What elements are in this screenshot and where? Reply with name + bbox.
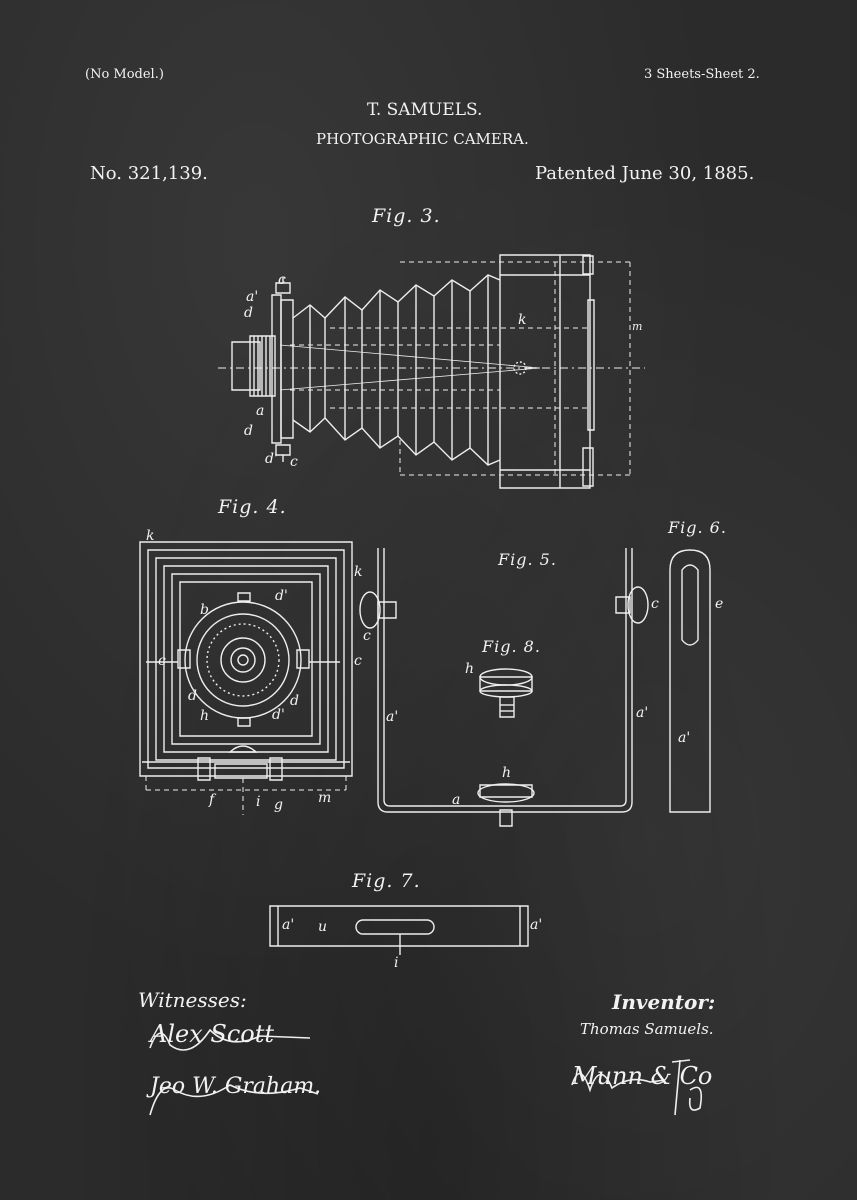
fig5-bracket [360, 548, 648, 826]
label-a-prime-fig7-left: a' [282, 917, 295, 933]
label-c-fig4-left: c [158, 653, 166, 669]
fig4-camera-front-view [140, 542, 352, 815]
label-a-prime-fig7-right: a' [530, 917, 543, 933]
inventor-signature: Thomas Samuels. [580, 1020, 714, 1038]
label-d-fig4-left: d [188, 688, 197, 704]
inventor-label: Inventor: [612, 990, 716, 1014]
label-h-fig4: h [200, 708, 210, 724]
fig3-caption: Fig. 3. [372, 205, 441, 227]
attorney-signature-strokes [572, 1060, 701, 1115]
label-c-fig5-left: c [363, 628, 371, 644]
label-a-prime-top: a' [246, 289, 259, 305]
no-model-note: (No Model.) [85, 67, 164, 82]
fig8-caption: Fig. 8. [482, 637, 541, 656]
label-c-bottom: c [290, 454, 298, 470]
witnesses-label: Witnesses: [138, 988, 247, 1012]
label-d-prime-fig4-bottom: d' [272, 707, 285, 723]
patent-number: No. 321,139. [90, 163, 208, 184]
label-i-fig7: i [394, 955, 399, 971]
fig5-caption: Fig. 5. [498, 550, 557, 569]
label-a-prime-fig5-left: a' [386, 709, 399, 725]
label-i-fig4: i [256, 794, 261, 810]
patent-date: Patented June 30, 1885. [535, 163, 755, 184]
witness-signature-1: Alex Scott [150, 1020, 274, 1048]
sheet-number: 3 Sheets-Sheet 2. [644, 67, 760, 82]
label-k-fig4-top: k [146, 528, 155, 544]
label-f: f [209, 792, 215, 808]
label-a-prime-fig6: a' [678, 730, 691, 746]
label-c-fig5-right: c [651, 596, 659, 612]
label-b: b [200, 602, 209, 618]
label-k-fig4-side: k [354, 564, 363, 580]
fig6-slotted-arm [670, 550, 710, 812]
label-g: g [274, 797, 283, 813]
label-a-fig5: a [452, 792, 461, 808]
fig6-caption: Fig. 6. [668, 518, 727, 537]
attorney-signature: Munn & Co [572, 1062, 713, 1090]
label-h-fig5: h [502, 765, 512, 781]
witness-signature-strokes [150, 1030, 318, 1115]
label-e: e [715, 596, 724, 612]
label-k-fig3: k [518, 312, 527, 328]
patent-title: PHOTOGRAPHIC CAMERA. [316, 130, 529, 148]
inventor-heading: T. SAMUELS. [367, 100, 483, 120]
label-d-fig4-right: d [290, 693, 299, 709]
label-m-fig3: m [632, 320, 643, 333]
label-d-prime-fig4-top: d' [275, 588, 288, 604]
fig7-flat-strip [270, 906, 528, 955]
label-d-top: d [244, 305, 253, 321]
label-h-fig8: h [465, 661, 475, 677]
label-m-fig4: m [318, 790, 332, 806]
label-u: u [318, 919, 328, 935]
fig3-camera-side-view [218, 255, 645, 488]
fig4-caption: Fig. 4. [218, 496, 287, 518]
label-d-bottom: d [244, 423, 253, 439]
fig8-thumb-screw [480, 669, 532, 717]
label-d-prime: d' [265, 451, 278, 467]
label-a-prime-fig5-right: a' [636, 705, 649, 721]
fig7-caption: Fig. 7. [352, 870, 421, 892]
witness-signature-2: Jeo W. Graham. [150, 1074, 322, 1099]
label-c-fig4-right: c [354, 653, 362, 669]
label-a: a [256, 403, 265, 419]
label-c-top: c [278, 272, 286, 288]
